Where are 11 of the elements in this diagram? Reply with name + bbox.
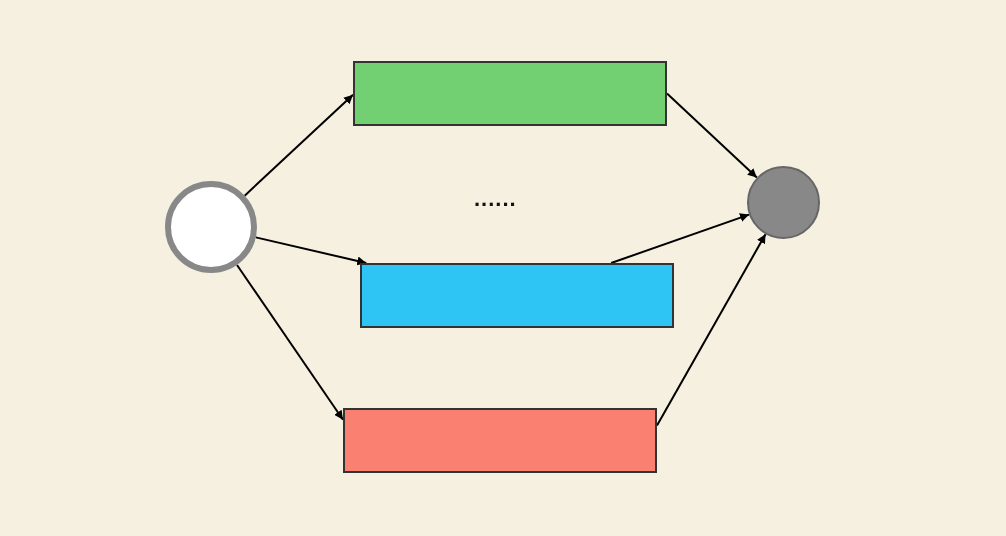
arrow <box>656 233 767 427</box>
process-box <box>360 263 674 328</box>
arrow <box>236 263 344 421</box>
arrow <box>243 93 354 197</box>
process-box <box>353 61 667 126</box>
end-circle <box>747 166 820 239</box>
arrow <box>254 236 368 266</box>
arrow <box>610 213 751 264</box>
ellipsis-label: ...... <box>474 186 517 212</box>
process-box <box>343 408 657 473</box>
arrow <box>666 92 758 179</box>
